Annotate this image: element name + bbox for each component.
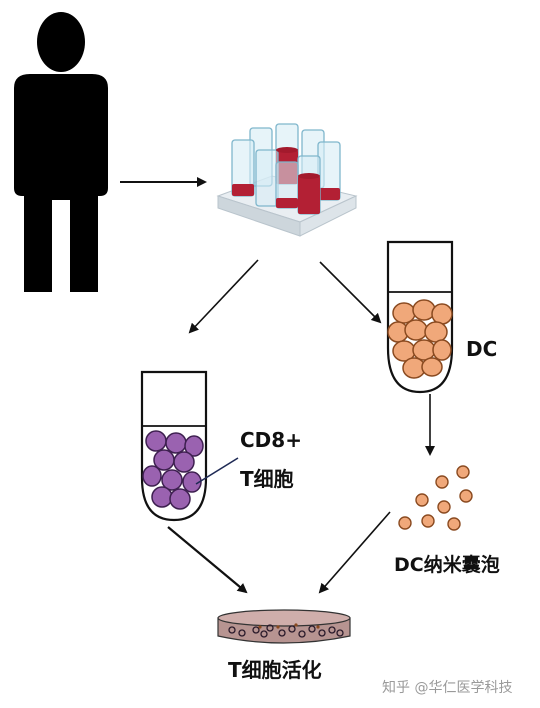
person-silhouette-icon	[14, 12, 108, 292]
arrow-blood-to-dc	[319, 261, 382, 324]
t-cell-activation-label: T细胞活化	[228, 658, 322, 682]
t-cell-tube-icon	[140, 370, 208, 522]
cd8-label: CD8+	[240, 428, 302, 452]
dc-tube-icon	[386, 240, 454, 394]
blood-sample-plate-icon	[216, 123, 358, 237]
arrow-vesicles-to-activation	[318, 511, 391, 594]
t-cell-label: T细胞	[240, 467, 294, 491]
dc-nanovesicle-label: DC纳米囊泡	[394, 553, 500, 576]
arrow-blood-to-tcell	[188, 259, 259, 334]
dc-label: DC	[466, 337, 497, 361]
watermark-text: 知乎 @华仁医学科技	[382, 679, 512, 696]
arrow-tcell-to-activation	[167, 526, 248, 594]
nanovesicles-icon	[398, 465, 473, 531]
petri-dish-icon	[217, 609, 351, 644]
tcell-pointer-line	[195, 457, 239, 485]
